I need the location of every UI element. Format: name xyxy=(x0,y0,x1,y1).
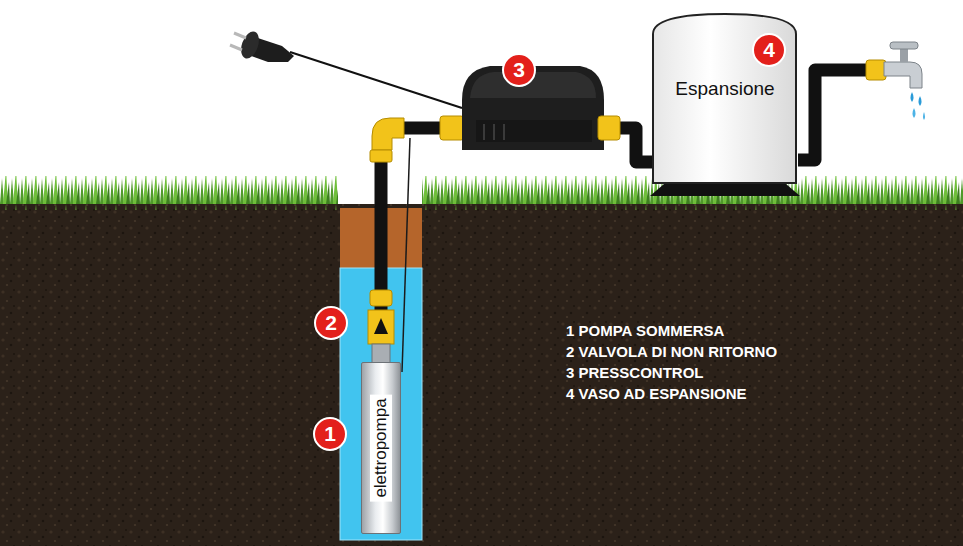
soil xyxy=(0,204,963,546)
plug-face xyxy=(238,29,263,61)
presscontrol-rib xyxy=(503,124,505,140)
presscontrol-lid xyxy=(470,72,596,98)
pipe-fitting xyxy=(440,116,464,140)
callout-number: 1 xyxy=(313,417,347,451)
pipe-fitting xyxy=(598,116,620,140)
presscontrol-rib xyxy=(483,124,485,140)
plug-pin xyxy=(230,45,242,50)
tank-label: Espansione xyxy=(652,78,798,100)
tank-outline xyxy=(652,12,798,184)
legend-note: 2 VALVOLA DI NON RITORNO xyxy=(566,343,777,360)
callout-number: 4 xyxy=(752,33,786,67)
water-drop xyxy=(919,96,922,106)
submersible-pump: elettropompa xyxy=(361,362,401,534)
tap-handle xyxy=(890,42,918,49)
legend-note: 4 VASO AD ESPANSIONE xyxy=(566,385,747,402)
pipe xyxy=(381,128,652,362)
water-drop xyxy=(913,108,916,118)
pipe-fitting xyxy=(370,290,392,306)
pipe-fitting xyxy=(866,60,886,80)
plug-cable xyxy=(290,52,462,108)
power-plug xyxy=(230,29,294,62)
valve-arrow xyxy=(374,318,388,334)
water-tap xyxy=(866,42,925,120)
grass xyxy=(422,176,963,210)
legend-note: 1 POMPA SOMMERSA xyxy=(566,322,724,339)
tank-body xyxy=(653,14,796,183)
grass xyxy=(0,176,338,210)
pipe-elbow xyxy=(372,118,404,150)
callout-number: 2 xyxy=(314,306,348,340)
pipe-connector xyxy=(381,128,652,362)
presscontrol-body xyxy=(462,66,604,150)
tap-body xyxy=(884,62,922,88)
well-clay xyxy=(340,208,422,268)
pump-outlet xyxy=(372,344,390,364)
presscontrol-base xyxy=(476,120,592,142)
expansion-tank: Espansione xyxy=(652,12,798,184)
pipe xyxy=(798,70,872,160)
plug-pin xyxy=(234,33,246,38)
power-cable xyxy=(402,138,410,372)
plug-body xyxy=(246,36,294,62)
legend-note: 3 PRESSCONTROL xyxy=(566,364,704,381)
pump-label: elettropompa xyxy=(370,394,392,501)
tank-base xyxy=(650,184,800,196)
water-drop xyxy=(911,92,914,102)
tap-stem xyxy=(900,48,908,62)
pipe-fitting xyxy=(370,150,392,162)
water-drop xyxy=(923,112,925,120)
presscontrol-rib xyxy=(493,124,495,140)
well-water xyxy=(340,268,422,540)
callout-number: 3 xyxy=(502,53,536,87)
check-valve xyxy=(368,310,394,344)
presscontrol-device xyxy=(462,66,604,150)
